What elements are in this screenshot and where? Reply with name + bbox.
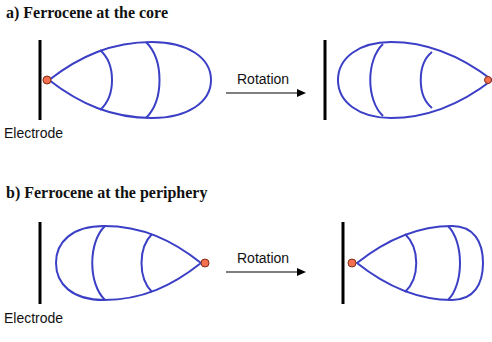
- panel-heading: b) Ferrocene at the periphery: [6, 184, 207, 202]
- dendrimer-shapes: [49, 42, 492, 300]
- rotation-arrows: [226, 89, 306, 276]
- electrode-label: Electrode: [4, 125, 63, 141]
- electrode-label: Electrode: [4, 310, 63, 326]
- arrow-label: Rotation: [237, 71, 289, 87]
- ferrocene-dots: [43, 76, 492, 267]
- electrode-bars: [40, 40, 343, 304]
- arrow-label: Rotation: [237, 250, 289, 266]
- panel-heading: a) Ferrocene at the core: [6, 4, 168, 22]
